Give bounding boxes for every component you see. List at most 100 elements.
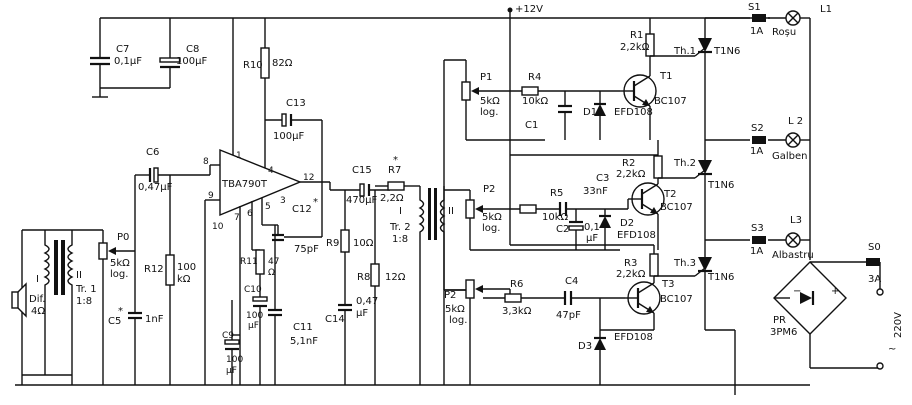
t3-label: T3 <box>661 279 674 290</box>
ic-pin-1: 1 <box>236 151 242 161</box>
output-network: C15 470μF R9 10Ω C14 0,47 μF R8 12Ω R7 *… <box>325 155 420 385</box>
t2-collector <box>641 183 659 195</box>
c15-label: C15 <box>352 165 372 176</box>
c2-unit: μF <box>586 233 598 244</box>
p2b-label: P2 <box>444 290 456 301</box>
thyristors: Th.1 T1N6 Th.2 T1N6 Th.3 T1N6 <box>673 18 740 395</box>
th3-label: Th.3 <box>673 258 696 269</box>
s0-fuse <box>866 258 880 266</box>
bridge-label: PR <box>773 315 786 326</box>
c8-plate-1 <box>159 57 181 63</box>
c6-value: 0,47μF <box>138 182 173 193</box>
r8-body <box>370 263 380 287</box>
s2-value: 1A <box>750 146 763 157</box>
mains-terminal-bottom <box>876 362 884 370</box>
p1-wiper <box>471 87 479 95</box>
rails: +12V <box>15 4 810 386</box>
mains-symbol: ~ <box>888 344 896 355</box>
p0-section: P0 5kΩ log. C5 * 1nF <box>98 175 164 385</box>
p2b-taper: log. <box>449 315 467 326</box>
c4-label: C4 <box>565 276 578 287</box>
th2-value: T1N6 <box>707 180 734 191</box>
c10-value: 100 <box>246 311 263 321</box>
tr2-secondary-label: II <box>448 206 454 217</box>
speaker-body <box>11 291 19 309</box>
p0-label: P0 <box>117 232 129 243</box>
tr1-name: Tr. 1 <box>75 284 97 295</box>
d3-triangle <box>594 338 606 350</box>
c9-unit: μF <box>226 366 237 376</box>
tr2-primary-coil <box>418 186 425 385</box>
tr2-ratio: 1:8 <box>392 234 408 245</box>
s1-value: 1A <box>750 26 763 37</box>
ic-pin-8: 8 <box>203 157 209 167</box>
ic-pin-4: 4 <box>268 166 274 176</box>
ic-pin-10: 10 <box>212 222 224 232</box>
p1-taper: log. <box>480 107 498 118</box>
c13-plate-1 <box>281 113 287 127</box>
ic-pin-3: 3 <box>280 196 286 206</box>
c14-unit: μF <box>356 308 368 319</box>
tr2-name: Tr. 2 <box>389 222 411 233</box>
s3-label: S3 <box>751 223 764 234</box>
d1-value: EFD108 <box>614 107 653 118</box>
r12-unit: kΩ <box>177 274 191 285</box>
p2a-label: P2 <box>483 184 495 195</box>
c4-value: 47pF <box>556 310 581 321</box>
th3-value: T1N6 <box>707 272 734 283</box>
th1-value: T1N6 <box>713 46 740 57</box>
p0-value: 5kΩ <box>110 258 130 269</box>
s0-label: S0 <box>868 242 881 253</box>
speaker: Dif. 4Ω <box>11 229 45 385</box>
t1-value: BC107 <box>654 96 687 107</box>
t2-label: T2 <box>663 189 676 200</box>
r8-label: R8 <box>357 272 370 283</box>
c15-value: 470μF <box>346 195 377 206</box>
c2-label: C2 <box>556 224 569 235</box>
c3-value: 33nF <box>583 186 608 197</box>
l3-color: Albastru <box>772 250 814 261</box>
c5-label: C5 <box>108 316 121 327</box>
r6-body <box>504 293 522 303</box>
ic-name: TBA790T <box>221 179 268 190</box>
th2-label: Th.2 <box>673 158 696 169</box>
c3-label: C3 <box>596 173 609 184</box>
th3-triangle <box>698 257 712 271</box>
p2a-value: 5kΩ <box>482 212 502 223</box>
d1-triangle <box>594 104 606 116</box>
s3-fuse <box>752 236 766 244</box>
c10-unit: μF <box>248 321 259 331</box>
c13-label: C13 <box>286 98 306 109</box>
tr1-core-right <box>61 240 65 295</box>
s2-fuse <box>752 136 766 144</box>
p2b-body <box>465 279 475 299</box>
p0-taper: log. <box>110 269 128 280</box>
l3-label: L3 <box>790 215 802 226</box>
ic-pin-6: 6 <box>247 209 253 219</box>
channel-1: P1 5kΩ log. R4 10kΩ C1 D1 EFD108 R1 2,2k… <box>461 18 695 141</box>
c9-label: C9 <box>222 331 234 341</box>
r1-value: 2,2kΩ <box>620 42 650 53</box>
r6-label: R6 <box>510 279 523 290</box>
p1-value: 5kΩ <box>480 96 500 107</box>
c7-value: 0,1μF <box>114 56 142 67</box>
r5-value: 10kΩ <box>542 212 569 223</box>
p2b-value: 5kΩ <box>445 304 465 315</box>
decoupling-caps: C7 0,1μF C8 100μF <box>90 18 207 98</box>
ic-pin-9: 9 <box>208 191 214 201</box>
ic-compensation: C12 * 75pF R11 47 Ω C10 100 μF C9 100 μF… <box>222 182 323 385</box>
c11-value: 5,1nF <box>290 336 318 347</box>
t3-collector <box>637 282 655 294</box>
transformer-tr1: I II Tr. 1 1:8 <box>36 229 103 385</box>
tr1-primary-coil <box>43 230 50 375</box>
r11-value: 47 <box>268 257 279 267</box>
c15-plate-1 <box>359 183 365 197</box>
bridge-plus: + <box>831 286 839 297</box>
speaker-label-1: Dif. <box>29 294 45 305</box>
tr1-ratio: 1:8 <box>76 296 92 307</box>
r9-body <box>340 229 350 253</box>
p0-body <box>98 242 108 260</box>
c10-label: C10 <box>244 285 262 295</box>
th2-triangle <box>698 160 712 174</box>
l2-color: Galben <box>772 151 808 162</box>
